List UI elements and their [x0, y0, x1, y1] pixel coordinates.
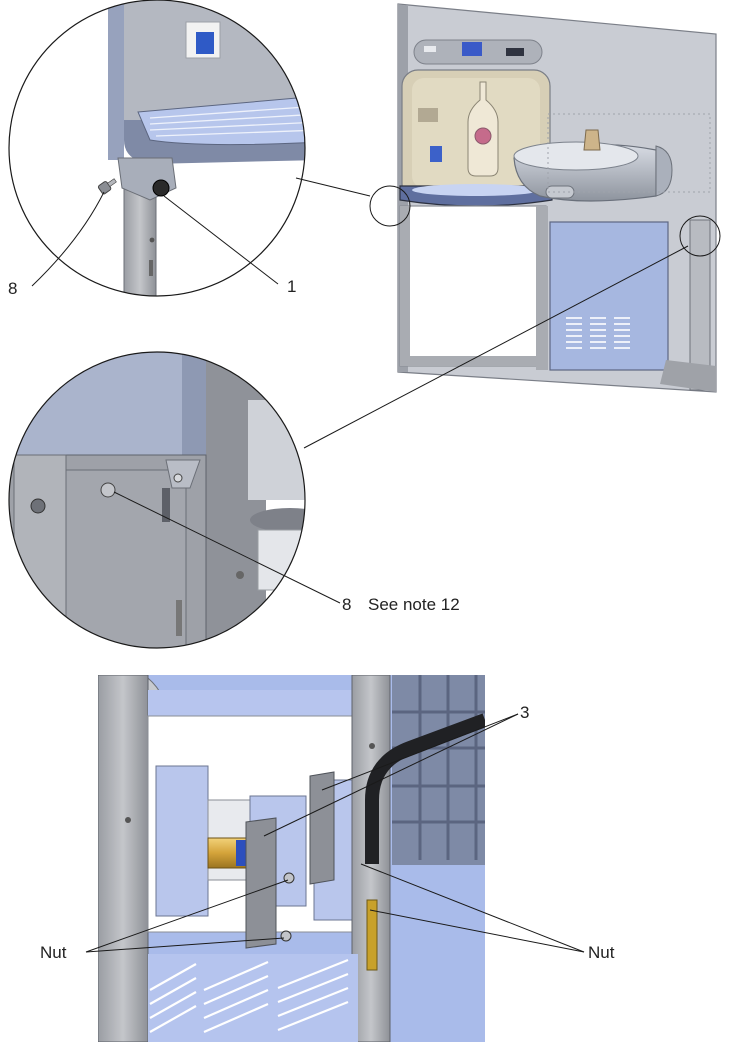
leader-nut-left-a: [85, 879, 289, 953]
callout-3: 3: [520, 703, 529, 722]
adjust-slot: [162, 488, 170, 522]
detail-view-top: [8, 0, 306, 297]
detail-view-bottom: [98, 675, 485, 1042]
left-frame-post: [98, 675, 149, 1042]
post-hole-right: [369, 743, 375, 749]
corner-bracket: [165, 459, 201, 489]
indicator-icon: [424, 46, 436, 52]
center-frame-post: [536, 206, 548, 370]
leader-nut-right-b: [369, 909, 585, 953]
callout-8-top: 8: [8, 279, 17, 298]
detail-circle-top: [8, 0, 306, 297]
bracket-screw: [173, 473, 183, 483]
right-frame-post: [689, 219, 711, 391]
left-mounting-plate: [155, 765, 209, 917]
screw-8: [97, 178, 117, 195]
chiller-unit: [549, 221, 669, 371]
basin-mount: [655, 145, 673, 197]
left-frame-post: [400, 206, 410, 366]
post-hole: [236, 571, 244, 579]
chiller-grille: [392, 675, 485, 865]
post-hole: [149, 237, 155, 243]
screw-8: [100, 482, 116, 498]
nut-left-upper: [283, 872, 295, 884]
display-icon: [462, 42, 482, 56]
callout-note-12: See note 12: [368, 595, 460, 614]
hand-sensor-icon: [418, 108, 438, 122]
bracket-3-right: [309, 771, 335, 885]
bottom-frame-rail: [400, 356, 548, 366]
callout-nut-left: Nut: [40, 943, 67, 962]
tray-grate: [137, 95, 305, 146]
chiller-vents: [566, 317, 630, 349]
callout-1: 1: [287, 277, 296, 296]
lower-frame-opening: [399, 205, 547, 367]
sensor-badge-icon: [196, 32, 214, 54]
plate-slot: [176, 600, 182, 636]
grate-lines: [149, 105, 305, 137]
bracket-3-left: [245, 817, 277, 949]
drip-tray-grate: [412, 184, 540, 196]
chiller-housing: [9, 352, 210, 462]
overview-unit: [369, 3, 721, 393]
callout-nut-right: Nut: [588, 943, 615, 962]
post-hole: [125, 817, 131, 823]
leader-nut-right-a: [360, 863, 585, 953]
nut-left-lower: [280, 930, 292, 942]
leader-3-a: [263, 713, 519, 837]
fastener-1: [152, 179, 170, 197]
leader-middle-detail: [303, 245, 689, 449]
bottle-logo-icon: [474, 127, 492, 145]
detail-view-middle: [8, 351, 306, 649]
leader-lines: [31, 177, 689, 953]
leader-1: [163, 195, 279, 285]
leader-top-detail: [295, 177, 371, 197]
callout-8-middle: 8: [342, 595, 351, 614]
leader-3-b: [321, 713, 519, 791]
left-panel: [13, 454, 67, 648]
supply-hose: [365, 713, 485, 864]
panel-screw: [30, 498, 46, 514]
sensor-icon: [506, 48, 524, 56]
leader-8-top: [31, 191, 105, 287]
louver-panel: [148, 954, 358, 1042]
leader-8-middle: [113, 491, 341, 604]
base-plate: [660, 360, 716, 392]
leader-nut-left-b: [85, 937, 285, 953]
grille-lines: [392, 675, 485, 860]
detail-circle-middle: [8, 351, 306, 649]
rear-mount-plate: [547, 113, 711, 193]
bubbler-icon: [583, 129, 601, 151]
background-disc: [250, 508, 305, 532]
upper-panel: [148, 690, 360, 720]
detail-marker-left: [369, 185, 411, 227]
detail-marker-right: [679, 215, 721, 257]
filter-status-icon: [430, 146, 442, 162]
louver-lines: [149, 958, 349, 1034]
housing-corner: [182, 352, 206, 470]
drain-tube: [366, 899, 378, 971]
panel-side: [108, 0, 124, 160]
background-part: [248, 400, 305, 500]
basin-rim: [513, 141, 639, 171]
background-block: [257, 529, 305, 591]
post-slot: [149, 260, 153, 276]
